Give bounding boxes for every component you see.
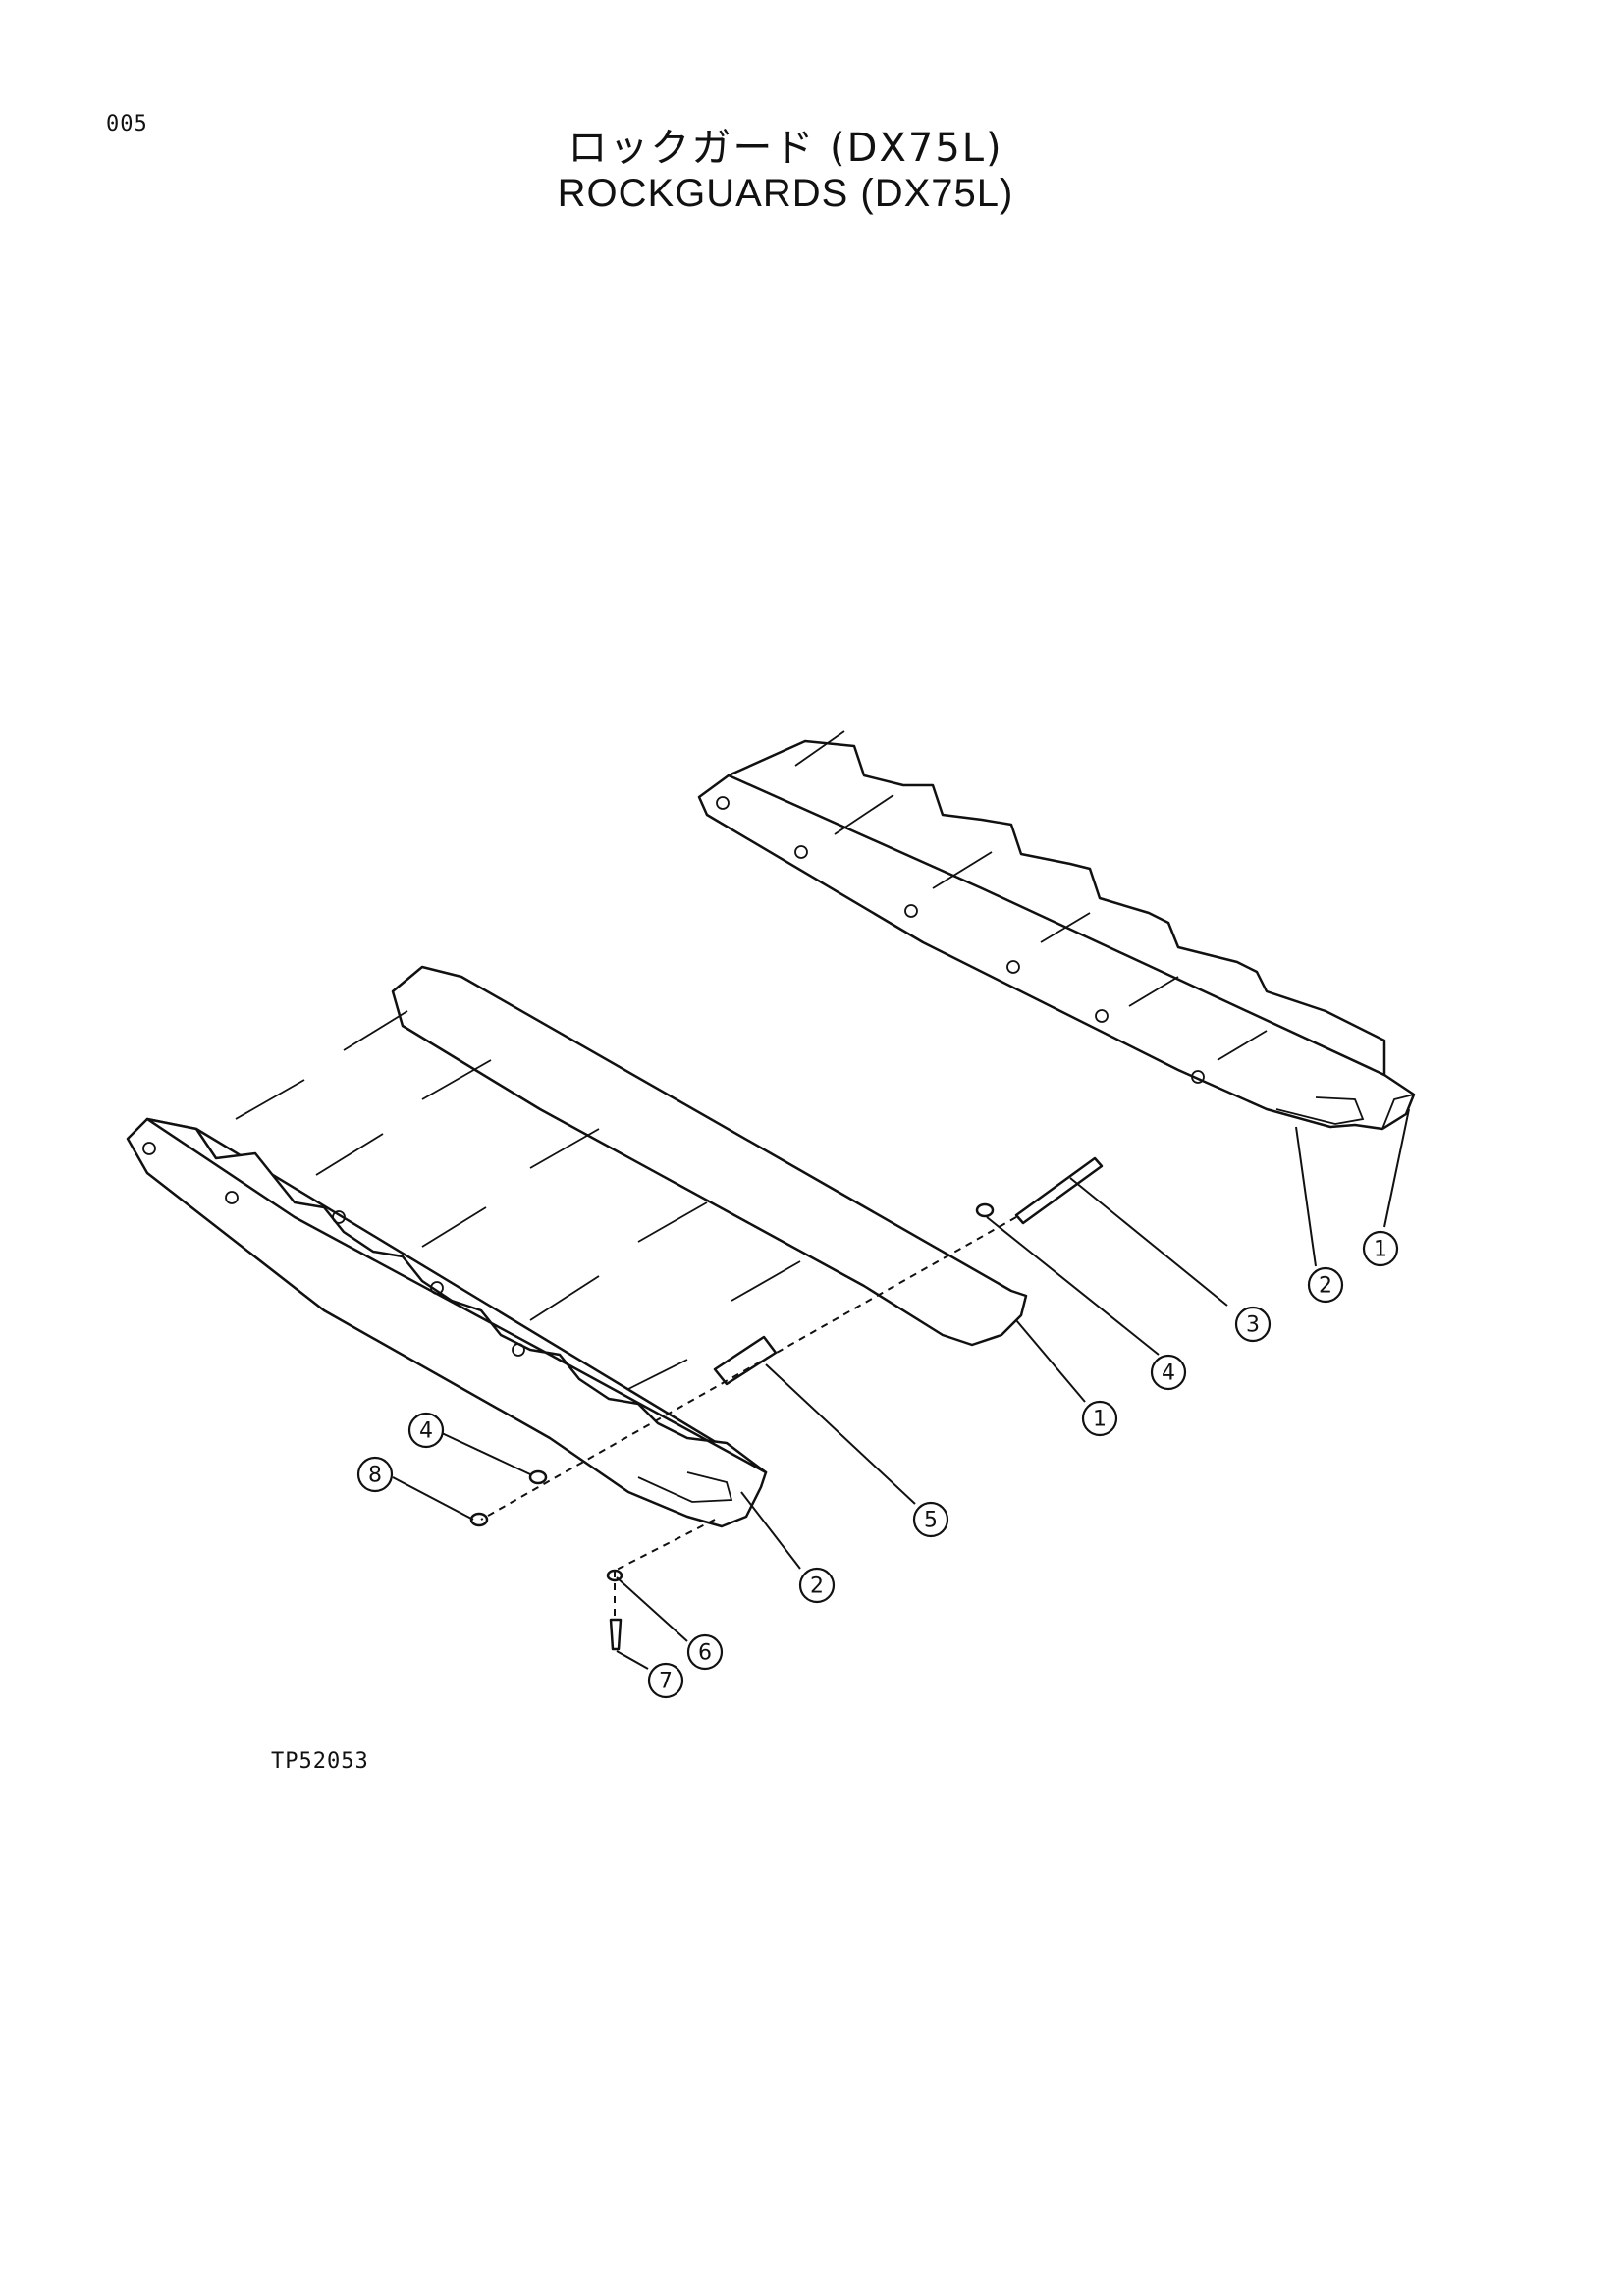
page-title: ロックガード (DX75L) ROCKGUARDS (DX75L) — [511, 126, 1060, 216]
long-pin — [343, 1010, 408, 1051]
leader-4-right — [986, 1216, 1160, 1356]
leader-8 — [392, 1476, 474, 1521]
rear-rod — [794, 730, 845, 767]
leader-3 — [1069, 1177, 1228, 1307]
pipe-spacer — [713, 1335, 778, 1386]
bolt-head — [1006, 960, 1020, 974]
long-pin — [731, 1260, 801, 1302]
bolt-head — [512, 1343, 525, 1357]
washer-left — [528, 1469, 548, 1485]
bolt-head — [794, 845, 808, 859]
callout-2-rear: 2 — [1307, 1266, 1344, 1304]
leader-1-front — [1015, 1319, 1086, 1403]
washer-right — [975, 1202, 995, 1218]
callout-label: 1 — [1374, 1238, 1387, 1262]
leader-6 — [616, 1576, 688, 1642]
bolt-head — [430, 1281, 444, 1295]
callout-1-front: 1 — [1081, 1400, 1118, 1437]
loose-hardware — [469, 1156, 1104, 1651]
spacer — [421, 1206, 487, 1248]
nut — [469, 1512, 489, 1527]
bolt-head — [1191, 1070, 1205, 1084]
assembly-line-pin — [480, 1216, 1017, 1521]
rear-rockguard-end — [1381, 1094, 1415, 1130]
rear-rods — [794, 730, 1268, 1061]
drawing-code: TP52053 — [271, 1749, 369, 1774]
leader-2-front — [740, 1491, 801, 1570]
bolt-head — [1095, 1009, 1109, 1023]
front-long-pins — [343, 1010, 801, 1302]
front-rockguard-top-plate — [145, 1117, 768, 1474]
bolt-head — [225, 1191, 239, 1204]
callout-label: 5 — [924, 1509, 938, 1533]
callout-label: 2 — [1319, 1274, 1332, 1299]
front-inner-rockguard — [391, 965, 1028, 1347]
rear-rockguard-edge — [706, 814, 1331, 1128]
spacer — [529, 1275, 600, 1321]
callout-7: 7 — [647, 1662, 684, 1699]
assembly-line-bolt — [614, 1519, 716, 1572]
front-rockguard-edge — [146, 1172, 688, 1518]
long-pin — [529, 1128, 600, 1169]
leader-1-rear — [1383, 1108, 1410, 1228]
callout-8: 8 — [356, 1456, 394, 1493]
front-rockguard-skid — [637, 1471, 733, 1503]
callout-1-rear: 1 — [1362, 1230, 1399, 1267]
spacer — [235, 1079, 305, 1120]
rear-rod — [932, 851, 993, 889]
rear-rod — [1217, 1030, 1268, 1061]
callout-6: 6 — [686, 1633, 724, 1671]
long-pin — [421, 1059, 492, 1100]
bolt-head — [716, 796, 730, 810]
callout-label: 7 — [659, 1670, 673, 1694]
callout-label: 8 — [368, 1464, 382, 1488]
callout-2-front: 2 — [798, 1567, 836, 1604]
long-pin — [637, 1201, 708, 1243]
assembly-lines — [480, 1216, 1017, 1620]
callout-label: 6 — [698, 1641, 712, 1666]
rear-rod — [1128, 976, 1179, 1007]
leader-4-left — [441, 1432, 531, 1475]
leader-7 — [616, 1650, 649, 1670]
callout-4-right: 4 — [1150, 1354, 1187, 1391]
callout-label: 1 — [1093, 1408, 1107, 1432]
callout-5: 5 — [912, 1501, 949, 1538]
front-inner-rockguard-edge — [402, 1025, 944, 1336]
leader-lines — [392, 1108, 1410, 1670]
callout-4-left: 4 — [407, 1412, 445, 1449]
bolt-head — [332, 1210, 346, 1224]
callout-label: 4 — [419, 1419, 433, 1444]
front-bolts — [142, 1142, 525, 1357]
bolt-head — [142, 1142, 156, 1155]
spacer — [315, 1133, 384, 1176]
rear-bolts — [716, 796, 1205, 1084]
rear-rockguard-skid — [1275, 1096, 1365, 1125]
rear-rockguard-body — [697, 754, 1416, 1131]
front-spacers — [235, 1079, 688, 1390]
callout-label: 3 — [1246, 1313, 1260, 1338]
rear-rod — [1040, 912, 1091, 943]
callout-label: 4 — [1162, 1362, 1175, 1386]
page-number: 005 — [106, 112, 148, 136]
leader-2-rear — [1295, 1126, 1317, 1267]
short-bolt — [609, 1618, 623, 1651]
rear-rockguard-top-plate — [727, 739, 1386, 1077]
long-bolt — [1014, 1156, 1104, 1225]
bolt-head — [904, 904, 918, 918]
rear-rockguard-assembly — [697, 730, 1416, 1131]
spacer — [627, 1359, 688, 1390]
title-japanese: ロックガード (DX75L) — [568, 126, 1003, 171]
title-english: ROCKGUARDS (DX75L) — [557, 172, 1014, 215]
callout-3: 3 — [1234, 1306, 1272, 1343]
callout-label: 2 — [810, 1575, 824, 1599]
front-rockguard-assembly — [126, 965, 1028, 1528]
leader-5 — [765, 1363, 916, 1505]
rear-rod — [834, 794, 894, 835]
